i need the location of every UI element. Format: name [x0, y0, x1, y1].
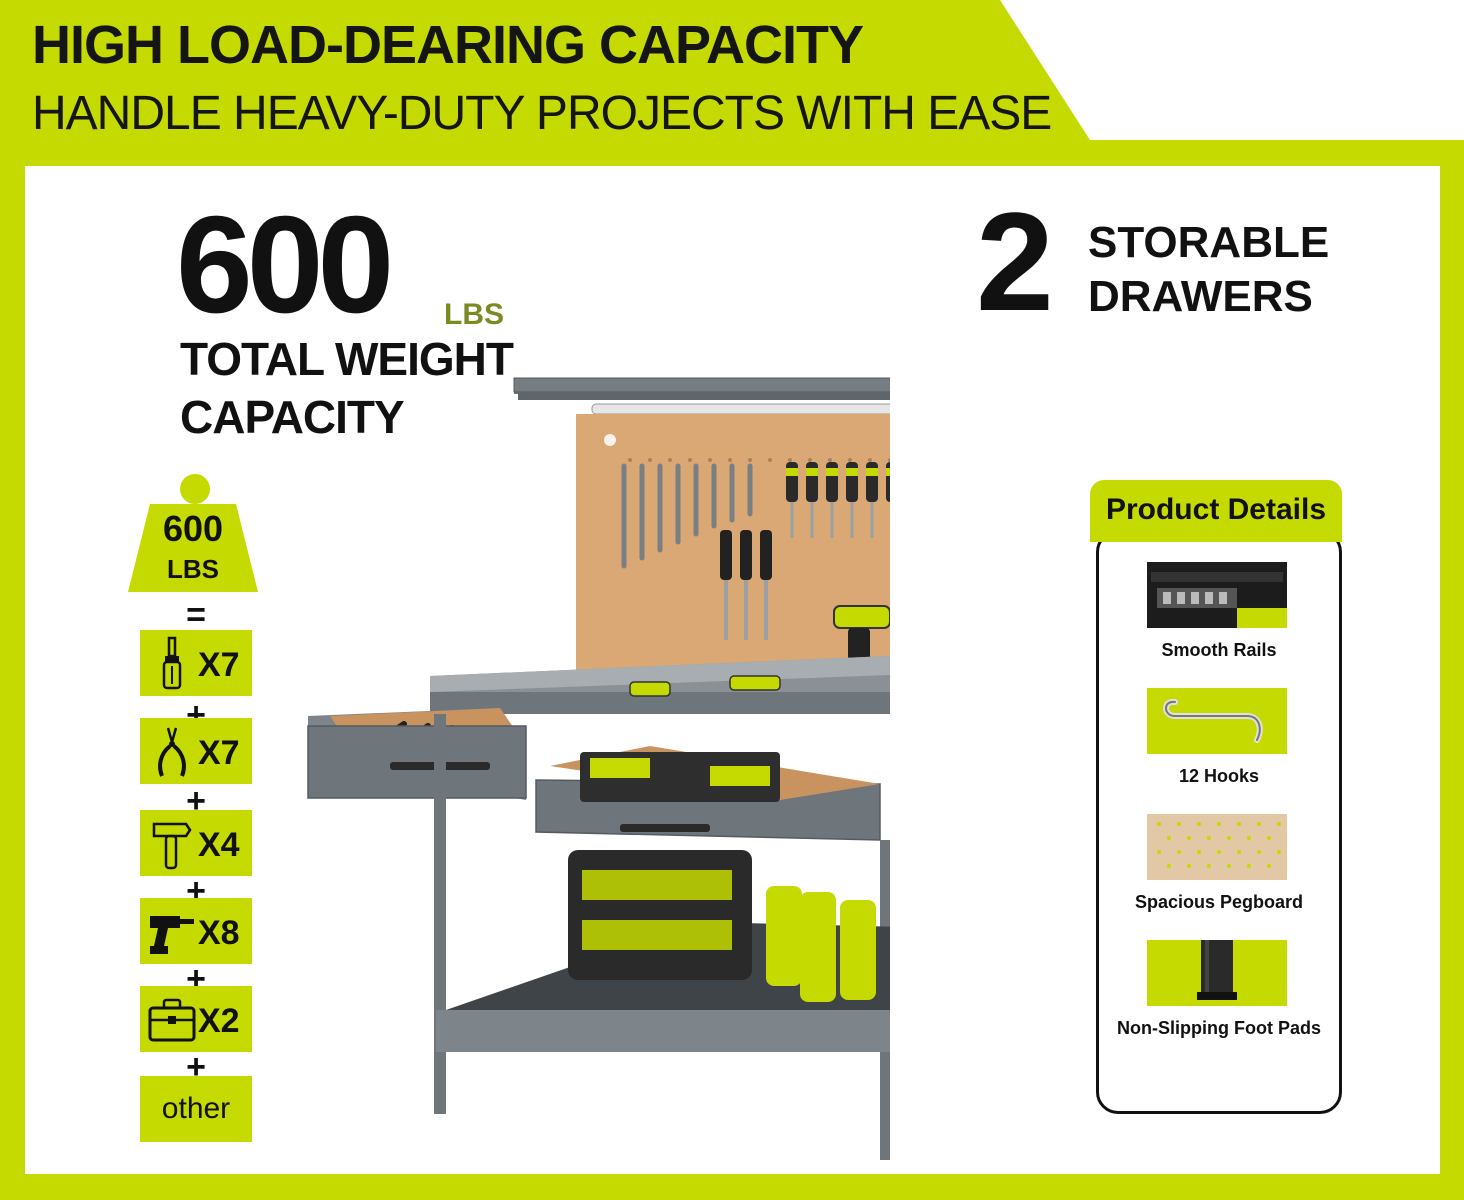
product-details-title: Product Details — [1105, 493, 1327, 526]
drill-icon — [150, 916, 194, 954]
tool-count: X4 — [198, 826, 240, 864]
equals-sign: = — [186, 596, 206, 634]
header-diagonal — [1000, 0, 1464, 166]
pegboard-icon — [1157, 822, 1281, 868]
tool-count: X2 — [198, 1002, 240, 1040]
feature-label: Spacious Pegboard — [1134, 892, 1304, 912]
capacity-unit: LBS — [444, 298, 504, 331]
feature-thumb-hooks — [1147, 688, 1287, 754]
drawer-label-line1: STORABLE — [1088, 218, 1330, 267]
feature-label: Smooth Rails — [1161, 640, 1277, 660]
workbench-illustration — [307, 377, 890, 1160]
capacity-value: 600 — [176, 188, 394, 342]
weight-unit: LBS — [167, 554, 219, 584]
tool-count: X7 — [198, 734, 240, 772]
plus-sign: + — [186, 782, 206, 820]
rails-icon — [1147, 562, 1287, 628]
tool-item-hammer: X4 — [140, 810, 252, 876]
tool-item-other: other — [140, 1076, 252, 1142]
toolbox-icon — [148, 998, 196, 1042]
feature-thumb-foot-pads — [1147, 940, 1287, 1006]
tool-item-screwdriver: X7 — [140, 630, 252, 696]
capacity-label-line1: TOTAL WEIGHT — [180, 333, 514, 385]
other-label: other — [161, 1092, 231, 1125]
tool-count: X8 — [198, 914, 240, 952]
headline: HIGH LOAD-DEARING CAPACITY — [32, 15, 864, 75]
hammer-icon — [152, 822, 192, 870]
weight-value: 600 — [162, 508, 224, 549]
feature-thumb-pegboard — [1147, 814, 1287, 880]
weight-icon — [128, 504, 258, 592]
pegboard — [576, 414, 890, 676]
weight-handle — [180, 474, 210, 504]
tool-item-toolbox: X2 — [140, 986, 252, 1052]
drawer-count: 2 — [976, 183, 1054, 340]
hook-icon — [1163, 698, 1263, 743]
drawer-label-line2: DRAWERS — [1088, 272, 1313, 321]
feature-label: 12 Hooks — [1178, 766, 1260, 786]
feature-label: Non-Slipping Foot Pads — [1117, 1018, 1321, 1038]
sub-headline: HANDLE HEAVY-DUTY PROJECTS WITH EASE — [32, 87, 1052, 140]
feature-thumb-rails — [1147, 562, 1287, 628]
tool-item-pliers: X7 — [140, 718, 252, 784]
tool-item-drill: X8 — [140, 898, 252, 964]
plus-sign: + — [186, 1048, 206, 1086]
capacity-label-line2: CAPACITY — [180, 391, 405, 443]
pliers-icon — [158, 727, 186, 777]
product-details-header — [1090, 480, 1342, 542]
screwdriver-icon — [162, 636, 182, 690]
tool-count: X7 — [198, 646, 240, 684]
foot-pad-icon — [1197, 940, 1237, 1000]
